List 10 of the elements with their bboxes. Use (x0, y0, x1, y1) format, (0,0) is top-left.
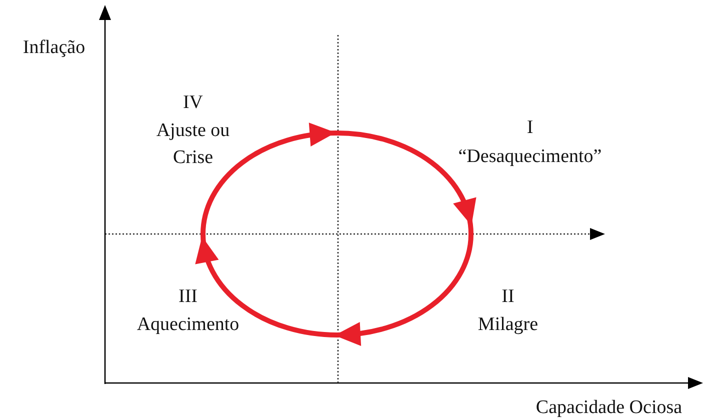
label-text: Ajuste ou Crise (155, 119, 231, 170)
label-text: IV (182, 91, 204, 115)
label-text: Milagre (476, 313, 540, 337)
label-text: II (500, 285, 516, 309)
label-text: Capacidade Ociosa (534, 396, 684, 418)
label-text: III (178, 285, 198, 309)
label-text: “Desaquecimento” (457, 145, 603, 169)
label-text: I (526, 116, 534, 140)
label-text: Aquecimento (136, 313, 240, 337)
label-text: Inflação (22, 36, 86, 60)
